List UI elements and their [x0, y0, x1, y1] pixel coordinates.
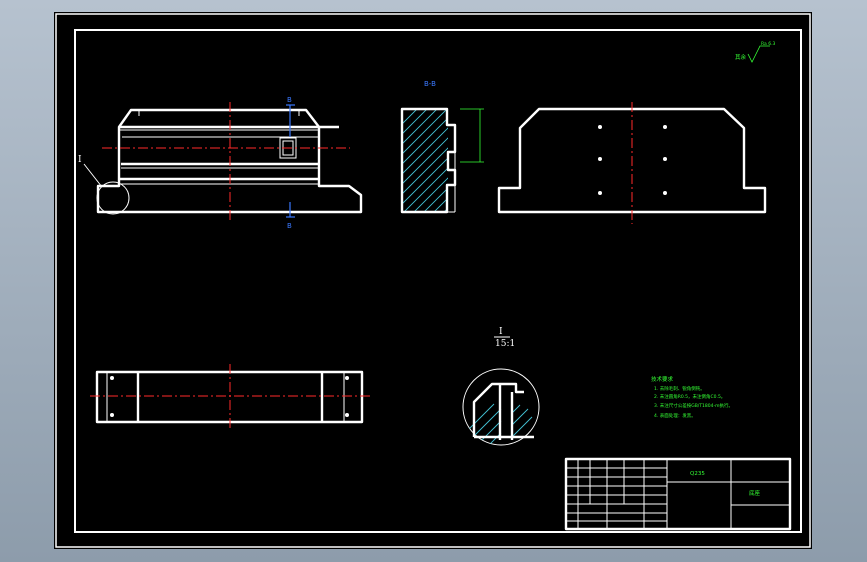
- detail-i: I 15:1: [462, 327, 540, 446]
- technical-notes: 技术要求 1. 去除毛刺、锐角倒钝。 2. 未注圆角R0.5，未注倒角C0.5。…: [651, 375, 733, 419]
- svg-text:技术要求: 技术要求: [651, 375, 674, 383]
- section-b-b: B-B: [400, 80, 484, 214]
- svg-text:B: B: [287, 222, 292, 230]
- svg-text:I: I: [499, 327, 503, 337]
- svg-text:4. 表面处理：发黑。: 4. 表面处理：发黑。: [654, 412, 696, 419]
- svg-text:底座: 底座: [749, 489, 761, 497]
- outer-frame: [55, 13, 811, 548]
- svg-text:3. 未注尺寸公差按GB/T1804-m执行。: 3. 未注尺寸公差按GB/T1804-m执行。: [654, 402, 733, 409]
- inner-frame: [74, 29, 802, 533]
- roughness-note: 其余 Ra 6.3: [735, 41, 776, 63]
- side-view: [497, 102, 767, 224]
- svg-text:B: B: [287, 96, 292, 104]
- svg-text:2. 未注圆角R0.5，未注倒角C0.5。: 2. 未注圆角R0.5，未注倒角C0.5。: [654, 393, 725, 400]
- top-view: [90, 364, 372, 430]
- svg-text:I: I: [78, 155, 82, 165]
- svg-text:Ra 6.3: Ra 6.3: [761, 41, 776, 47]
- title-block: Q235 底座: [564, 457, 792, 531]
- drawing-sheet: B B I B-B: [54, 12, 812, 549]
- svg-text:其余: 其余: [735, 53, 747, 61]
- svg-text:Q235: Q235: [690, 471, 705, 477]
- svg-text:B-B: B-B: [424, 80, 436, 88]
- front-view: B B I: [78, 96, 363, 230]
- cad-drawing: B B I B-B: [55, 13, 811, 548]
- svg-text:1. 去除毛刺、锐角倒钝。: 1. 去除毛刺、锐角倒钝。: [654, 385, 705, 392]
- svg-text:15:1: 15:1: [495, 339, 515, 349]
